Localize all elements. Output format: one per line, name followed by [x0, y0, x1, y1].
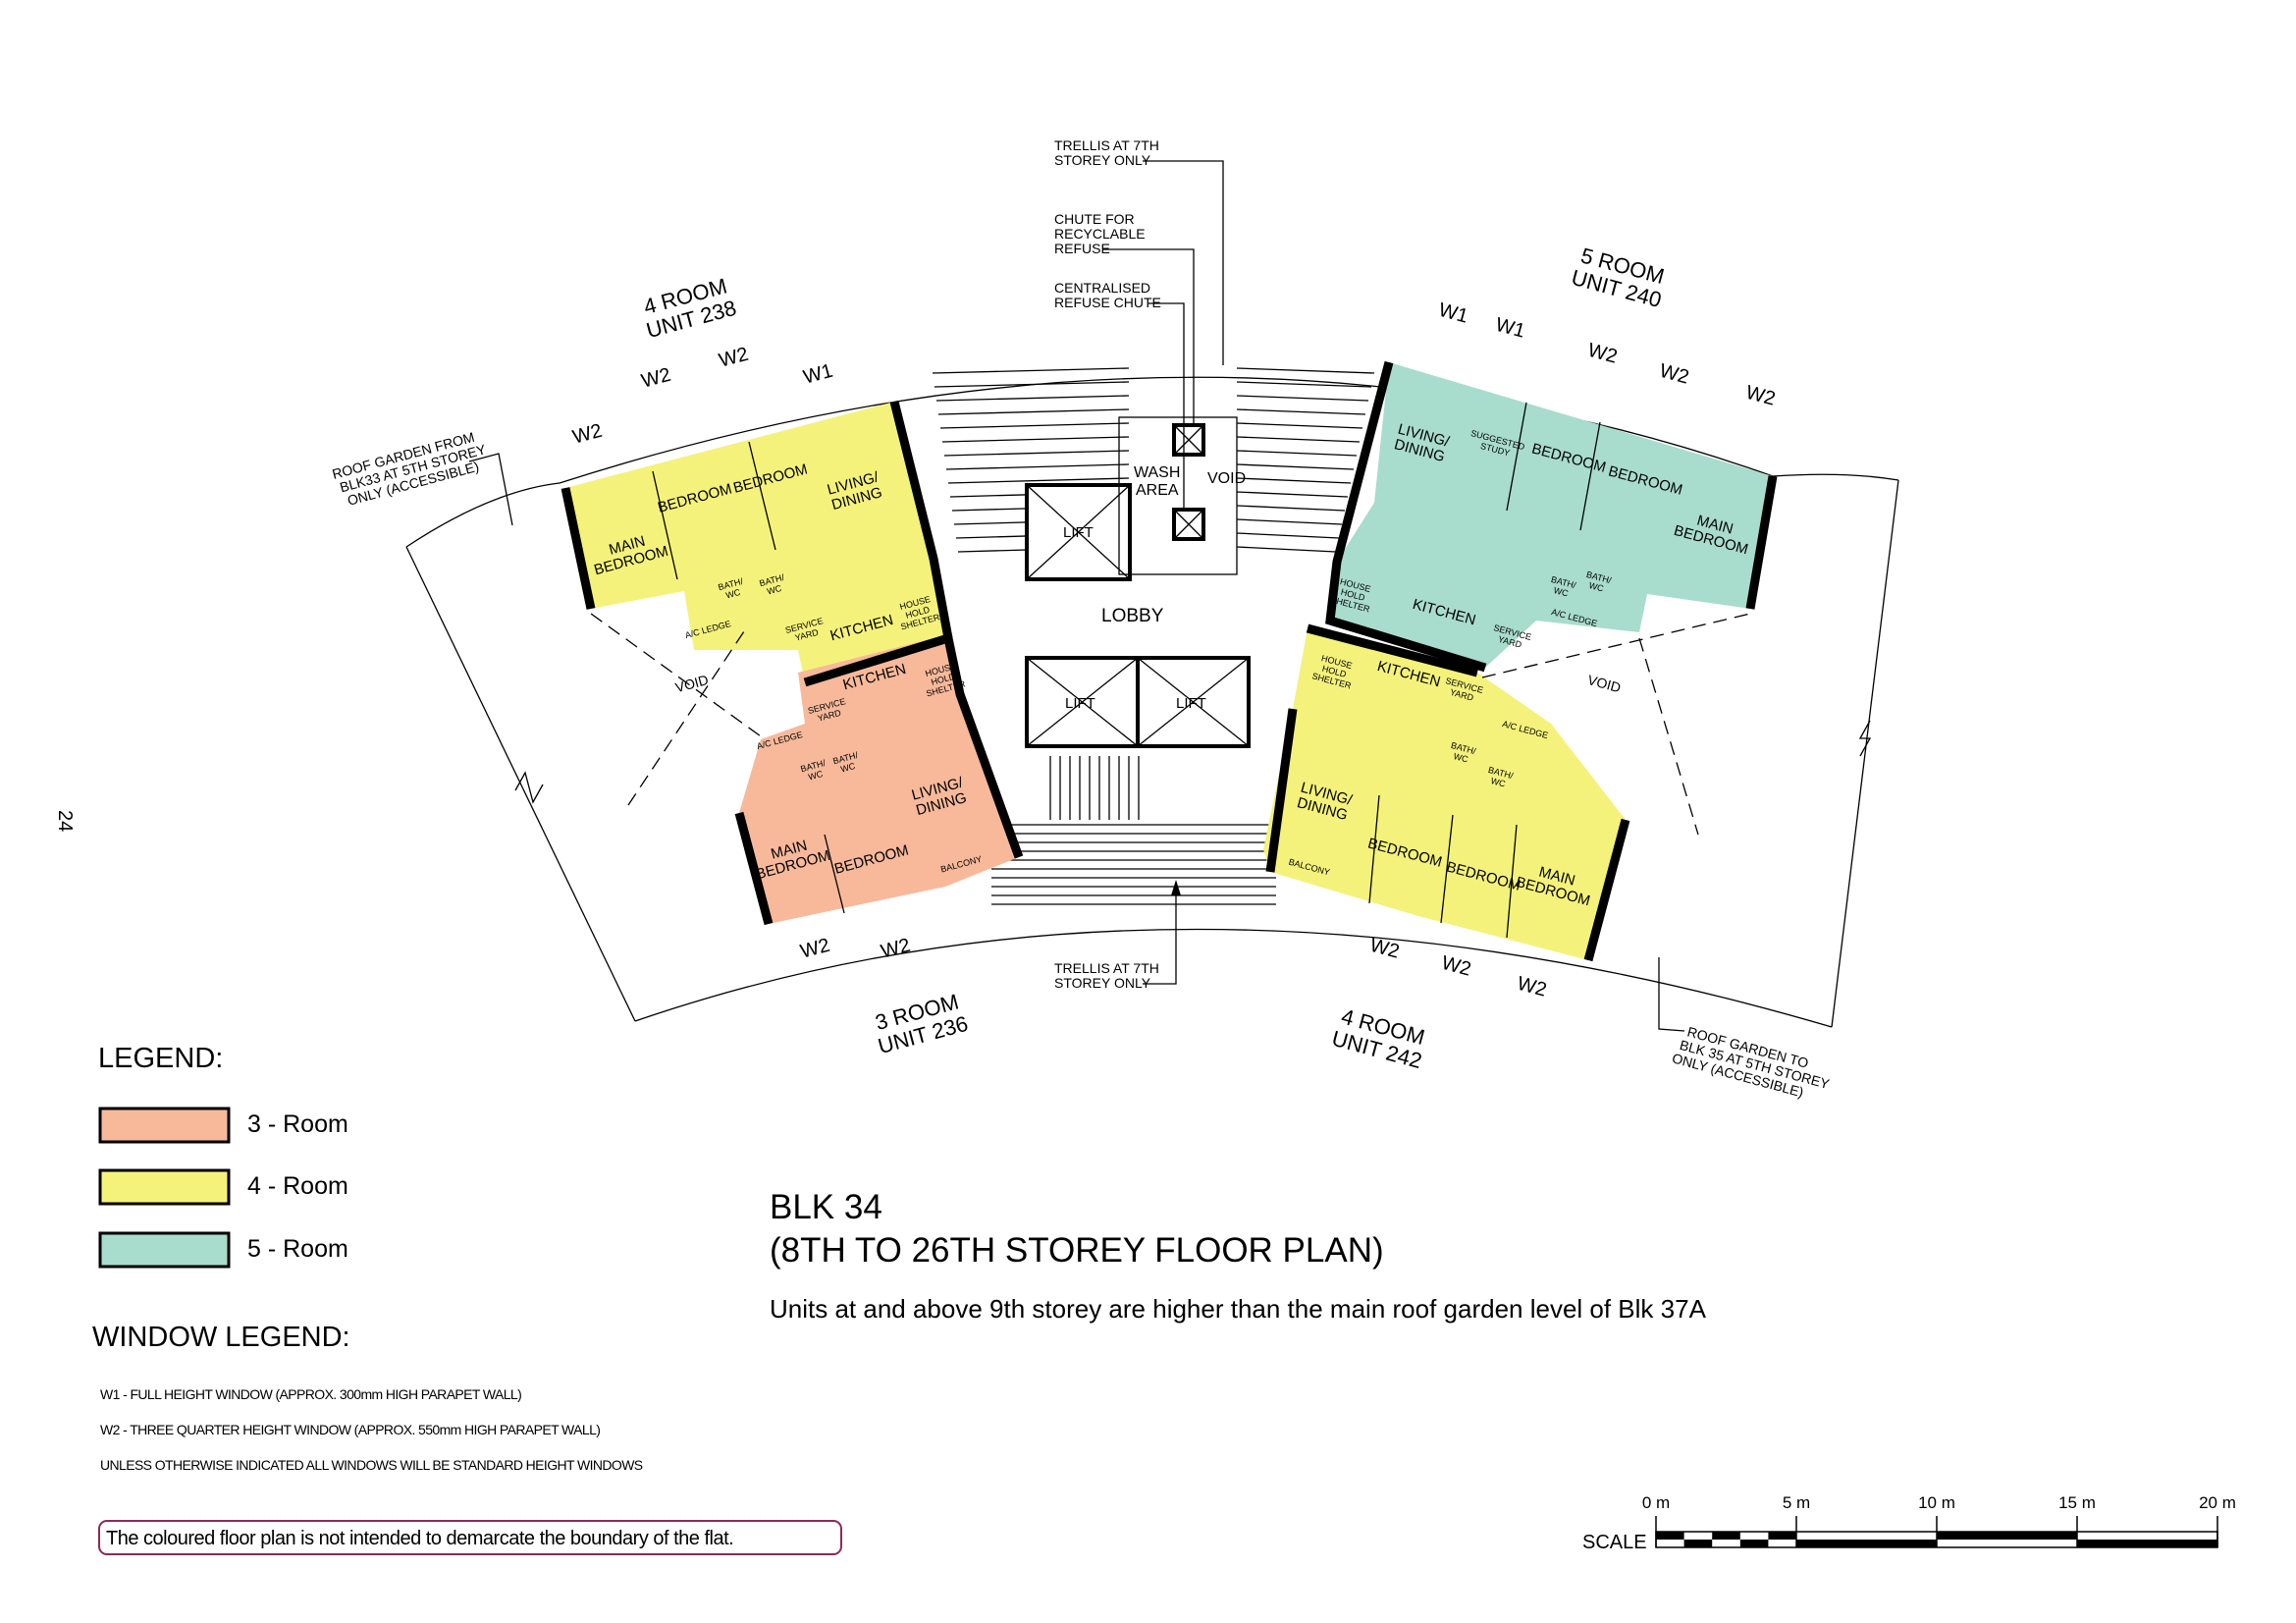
block-title: BLK 34 [770, 1188, 882, 1226]
window-type-label: W1 [1493, 314, 1527, 343]
room-label: BATH/WC [717, 576, 744, 601]
lift-label: LIFT [1176, 695, 1206, 712]
scale-tick-label: 10 m [1918, 1493, 1955, 1512]
svg-text:REFUSE: REFUSE [1054, 241, 1110, 256]
svg-text:TRELLIS AT 7TH: TRELLIS AT 7TH [1054, 137, 1159, 153]
scale-tick-label: 15 m [2058, 1493, 2096, 1512]
scale-tick-label: 20 m [2199, 1493, 2236, 1512]
window-legend-w1: W1 - FULL HEIGHT WINDOW (APPROX. 300mm H… [100, 1386, 522, 1402]
core-hatching [932, 367, 1375, 905]
core-void-label: VOID [1207, 470, 1246, 487]
room-label-line: WC [1453, 751, 1470, 765]
legend-label-5-room: 5 - Room [247, 1235, 348, 1263]
room-label-line: WC [807, 769, 825, 783]
annotation-chute-recyclable: CHUTE FOR RECYCLABLE REFUSE [1054, 211, 1195, 426]
scale-label: SCALE [1582, 1532, 1647, 1553]
legend-swatch-3-room [98, 1107, 231, 1144]
annotation-centralised-chute: CENTRALISED REFUSE CHUTE [1054, 280, 1185, 510]
unit-240-area [1330, 362, 1773, 668]
annotation-roof-garden-right: ROOF GARDEN TO BLK 35 AT 5TH STOREY ONLY… [1671, 1023, 1832, 1100]
room-label: BATH/WC [1585, 569, 1613, 594]
roof-garden-left-leader [468, 453, 513, 526]
svg-text:CHUTE FOR: CHUTE FOR [1054, 211, 1135, 227]
roof-garden-right-leader [1658, 957, 1685, 1032]
svg-text:STOREY ONLY: STOREY ONLY [1054, 152, 1151, 168]
wash-area-label: AREA [1136, 482, 1179, 499]
lobby-label: LOBBY [1101, 606, 1164, 626]
room-label: BATH/WC [1487, 765, 1515, 789]
void-label: VOID [1586, 672, 1623, 695]
window-type-label: W2 [717, 344, 751, 372]
scale-tick-label: 0 m [1642, 1493, 1670, 1512]
annotation-trellis-top: TRELLIS AT 7TH STOREY ONLY [1054, 137, 1224, 365]
room-label: BATH/WC [831, 750, 859, 775]
page-number: 24 [54, 810, 76, 832]
window-type-label: W2 [1367, 935, 1402, 963]
site-boundary [405, 376, 1899, 1028]
scale-bar: 0 m 5 m 10 m 15 m 20 m SCALE [1582, 1493, 2236, 1553]
room-label-line: WC [1588, 580, 1606, 594]
unit-238-area [565, 402, 948, 682]
window-legend-w2: W2 - THREE QUARTER HEIGHT WINDOW (APPROX… [100, 1422, 601, 1437]
notice-text: The coloured floor plan is not intended … [106, 1528, 734, 1549]
window-type-label: W1 [801, 360, 835, 389]
svg-text:STOREY ONLY: STOREY ONLY [1054, 975, 1151, 991]
window-type-label: W2 [1585, 340, 1620, 368]
floor-plan-subtitle: (8TH TO 26TH STOREY FLOOR PLAN) [770, 1231, 1384, 1270]
unit-236-area [739, 635, 1019, 924]
svg-text:RECYCLABLE: RECYCLABLE [1054, 226, 1146, 242]
unit-242-area [1263, 628, 1626, 960]
legend-label-4-room: 4 - Room [247, 1172, 348, 1200]
room-label: BATH/WC [799, 758, 827, 783]
svg-text:CENTRALISED: CENTRALISED [1054, 280, 1150, 296]
window-type-label: W2 [798, 935, 832, 963]
void-areas [590, 613, 1751, 836]
legend-title: LEGEND: [98, 1043, 224, 1074]
svg-text:TRELLIS AT 7TH: TRELLIS AT 7TH [1054, 960, 1159, 976]
lift-label: LIFT [1065, 695, 1095, 712]
notice-box: The coloured floor plan is not intended … [98, 1520, 842, 1555]
wash-area-label: WASH [1134, 464, 1180, 481]
window-type-label: W2 [879, 935, 913, 963]
window-legend-title: WINDOW LEGEND: [92, 1322, 350, 1353]
annotation-roof-garden-left: ROOF GARDEN FROM BLK33 AT 5TH STOREY ONL… [331, 429, 489, 509]
window-type-label: W2 [1515, 973, 1549, 1001]
room-label-line: WC [1553, 585, 1571, 599]
room-label: BATH/WC [1450, 740, 1477, 765]
window-type-label: W2 [1439, 952, 1473, 981]
room-label: BATH/WC [758, 572, 785, 597]
window-type-label: W2 [639, 364, 673, 393]
window-type-label: W2 [1657, 360, 1691, 389]
window-type-label: W2 [1743, 382, 1778, 410]
roof-garden-note: Units at and above 9th storey are higher… [770, 1294, 1706, 1324]
legend-swatch-4-room [98, 1168, 231, 1206]
window-legend-note: UNLESS OTHERWISE INDICATED ALL WINDOWS W… [100, 1457, 643, 1473]
window-type-label: W1 [1436, 299, 1470, 328]
scale-tick-label: 5 m [1783, 1493, 1810, 1512]
lift-core [1025, 416, 1251, 748]
room-label-line: WC [724, 587, 742, 601]
legend-swatch-5-room [98, 1231, 231, 1269]
window-type-label: W2 [570, 420, 605, 449]
room-label-line: WC [839, 761, 857, 775]
lift-label: LIFT [1063, 524, 1094, 541]
void-label: VOID [673, 672, 710, 695]
room-label-line: WC [1490, 776, 1508, 789]
annotation-trellis-bottom: TRELLIS AT 7TH STOREY ONLY [1054, 880, 1181, 991]
walls [561, 360, 1778, 962]
room-label-line: WC [766, 583, 783, 597]
room-label: BATH/WC [1550, 574, 1577, 599]
svg-text:REFUSE CHUTE: REFUSE CHUTE [1054, 295, 1161, 310]
legend-label-3-room: 3 - Room [247, 1110, 348, 1138]
